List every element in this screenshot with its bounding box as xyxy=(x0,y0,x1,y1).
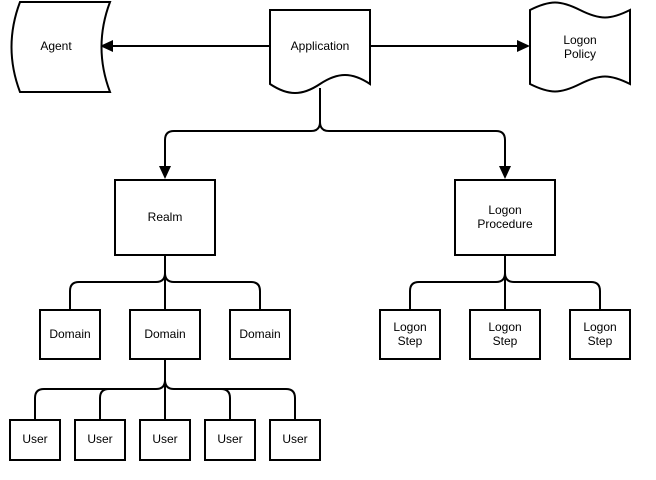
logon-step-2-label-line-1: Logon xyxy=(488,320,521,334)
node-user-3: User xyxy=(139,419,191,461)
connectors xyxy=(34,40,601,419)
edge-application-to-logon-procedure xyxy=(319,121,506,166)
arrowhead-logon-procedure xyxy=(499,166,511,179)
logon-procedure-label-line-2: Procedure xyxy=(477,217,533,231)
logon-step-3-label-line-2: Step xyxy=(588,334,613,348)
edge-logon-procedure-to-steps xyxy=(409,255,601,309)
user-4-label-line-1: User xyxy=(217,432,242,446)
edge-application-to-realm xyxy=(164,88,321,166)
domain-2-box xyxy=(129,309,201,360)
logon-step-1-box xyxy=(379,309,441,360)
application-label: Application xyxy=(291,39,350,53)
realm-label: Realm xyxy=(148,210,183,224)
node-user-4: User xyxy=(204,419,256,461)
realm-box xyxy=(114,179,216,256)
logon-procedure-box xyxy=(454,179,556,256)
user-2-label: User xyxy=(87,432,112,446)
user-1-box xyxy=(9,419,61,461)
agent-shape xyxy=(10,1,112,93)
application-label-line-1: Application xyxy=(291,39,350,53)
logon-step-1-label-line-1: Logon xyxy=(393,320,426,334)
node-realm: Realm xyxy=(114,179,216,256)
logon-step-3-box xyxy=(569,309,631,360)
user-5-label: User xyxy=(282,432,307,446)
arrowhead-agent xyxy=(100,40,113,52)
arrowhead-logon-policy xyxy=(517,40,530,52)
domain-1-box xyxy=(39,309,101,360)
user-5-label-line-1: User xyxy=(282,432,307,446)
node-agent: Agent xyxy=(10,1,112,93)
agent-label-line-1: Agent xyxy=(40,39,72,53)
logon-step-2-box xyxy=(469,309,541,360)
user-2-box xyxy=(74,419,126,461)
domain-2-label: Domain xyxy=(144,327,185,341)
logon-step-3-label-line-1: Logon xyxy=(583,320,616,334)
node-domain-1: Domain xyxy=(39,309,101,360)
domain-3-label: Domain xyxy=(239,327,280,341)
user-4-label: User xyxy=(217,432,242,446)
node-user-5: User xyxy=(269,419,321,461)
user-1-label-line-1: User xyxy=(22,432,47,446)
user-2-label-line-1: User xyxy=(87,432,112,446)
domain-1-label-line-1: Domain xyxy=(49,327,90,341)
user-5-box xyxy=(269,419,321,461)
user-3-label: User xyxy=(152,432,177,446)
user-3-label-line-1: User xyxy=(152,432,177,446)
domain-1-label: Domain xyxy=(49,327,90,341)
logon-step-1-label-line-2: Step xyxy=(398,334,423,348)
edge-realm-to-domains xyxy=(69,255,261,309)
logon-policy-shape xyxy=(529,1,631,93)
node-domain-3: Domain xyxy=(229,309,291,360)
domain-3-label-line-1: Domain xyxy=(239,327,280,341)
node-domain-2: Domain xyxy=(129,309,201,360)
logon-step-2-label-line-2: Step xyxy=(493,334,518,348)
logon-policy-label-line-1: Logon xyxy=(563,33,596,47)
user-1-label: User xyxy=(22,432,47,446)
node-user-1: User xyxy=(9,419,61,461)
node-application: Application xyxy=(269,9,371,94)
logon-procedure-label-line-1: Logon xyxy=(488,203,521,217)
agent-label: Agent xyxy=(40,39,72,53)
domain-3-box xyxy=(229,309,291,360)
arrowhead-realm xyxy=(159,166,171,179)
realm-label-line-1: Realm xyxy=(148,210,183,224)
user-3-box xyxy=(139,419,191,461)
edge-domain-to-users xyxy=(34,359,296,419)
user-4-box xyxy=(204,419,256,461)
node-user-2: User xyxy=(74,419,126,461)
domain-2-label-line-1: Domain xyxy=(144,327,185,341)
logon-policy-label-line-2: Policy xyxy=(564,47,596,61)
application-shape xyxy=(269,9,371,94)
